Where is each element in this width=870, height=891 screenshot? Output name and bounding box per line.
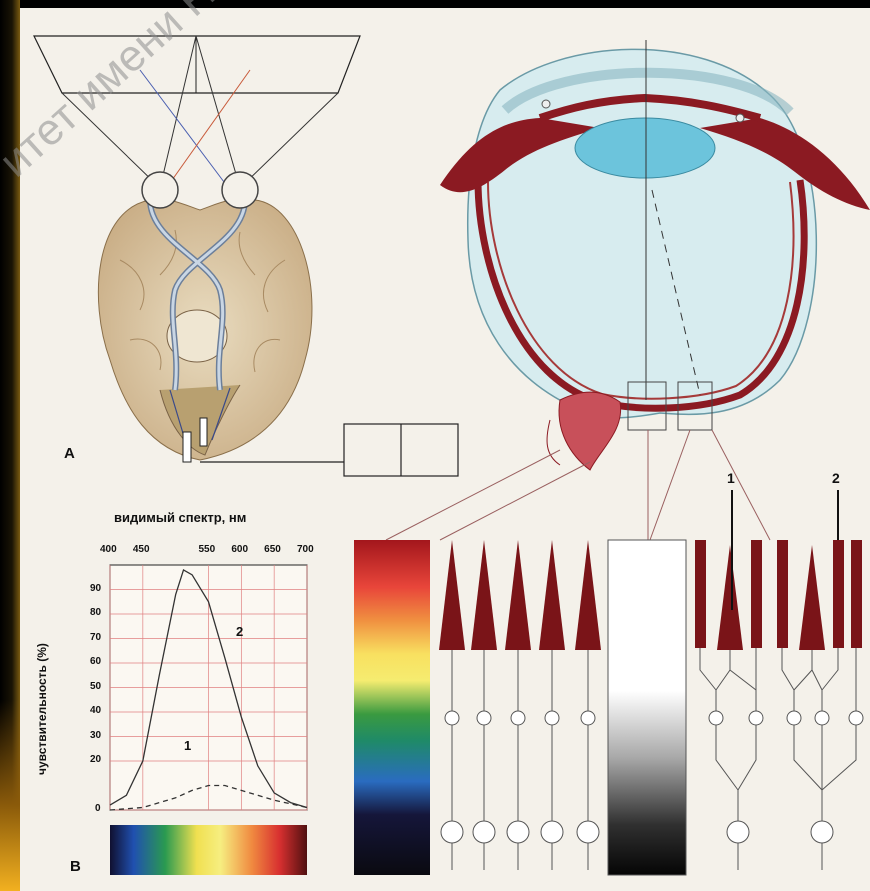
neural-connections <box>700 648 856 870</box>
y-tick-label: 60 <box>90 656 101 667</box>
cone-cell <box>799 545 825 650</box>
bipolar-cell <box>787 711 801 725</box>
rod-marker-label: 1 <box>727 470 735 486</box>
x-tick-label: 550 <box>199 544 216 555</box>
rod-cone-network <box>695 540 863 870</box>
panel-b-label: В <box>70 858 81 875</box>
ganglion-cell <box>577 821 599 843</box>
ganglion-cell <box>541 821 563 843</box>
ganglion-cell <box>507 821 529 843</box>
bipolar-cell <box>511 711 525 725</box>
bipolar-cell <box>709 711 723 725</box>
x-tick-label: 650 <box>264 544 281 555</box>
curve-1-label: 1 <box>184 738 191 753</box>
curve-2-label: 2 <box>236 624 243 639</box>
cone-cells <box>439 540 601 870</box>
color-spectrum-bar <box>354 540 430 875</box>
rod-cell <box>833 540 844 648</box>
ganglion-cell <box>441 821 463 843</box>
cone-cell <box>439 540 465 650</box>
y-tick-label: 80 <box>90 607 101 618</box>
bipolar-cell <box>545 711 559 725</box>
ganglion-cell <box>811 821 833 843</box>
eyeballs <box>142 172 258 208</box>
spectrum-title: видимый спектр, нм <box>114 510 246 525</box>
sensitivity-chart <box>110 565 307 810</box>
bipolar-cell <box>477 711 491 725</box>
cone-cell <box>539 540 565 650</box>
cone-cell <box>575 540 601 650</box>
y-tick-label: 70 <box>90 632 101 643</box>
x-tick-label: 400 <box>100 544 117 555</box>
panel-a-label: А <box>64 445 75 462</box>
x-tick-label: 600 <box>231 544 248 555</box>
rod-cell <box>777 540 788 648</box>
eye-cross-section <box>440 40 870 470</box>
bipolar-cell <box>749 711 763 725</box>
cone-cell <box>505 540 531 650</box>
ganglion-cell <box>473 821 495 843</box>
y-tick-label: 20 <box>90 754 101 765</box>
y-axis-label: чувствительность (%) <box>35 643 49 775</box>
rod-cell <box>695 540 706 648</box>
horizontal-spectrum-bar <box>110 825 307 875</box>
cone-marker-label: 2 <box>832 470 840 486</box>
rod-cell <box>851 540 862 648</box>
y-tick-label: 0 <box>95 803 101 814</box>
x-tick-label: 700 <box>297 544 314 555</box>
bipolar-cell <box>849 711 863 725</box>
cone-cell <box>717 545 743 650</box>
rod-cell <box>751 540 762 648</box>
y-tick-label: 30 <box>90 730 101 741</box>
cortex-box <box>344 424 458 476</box>
ganglion-cell <box>727 821 749 843</box>
y-tick-label: 90 <box>90 583 101 594</box>
bipolar-cell <box>581 711 595 725</box>
grayscale-bar <box>608 540 686 875</box>
bipolar-cell <box>815 711 829 725</box>
bipolar-cell <box>445 711 459 725</box>
cone-cell <box>471 540 497 650</box>
y-tick-label: 40 <box>90 705 101 716</box>
y-tick-label: 50 <box>90 681 101 692</box>
x-tick-label: 450 <box>133 544 150 555</box>
